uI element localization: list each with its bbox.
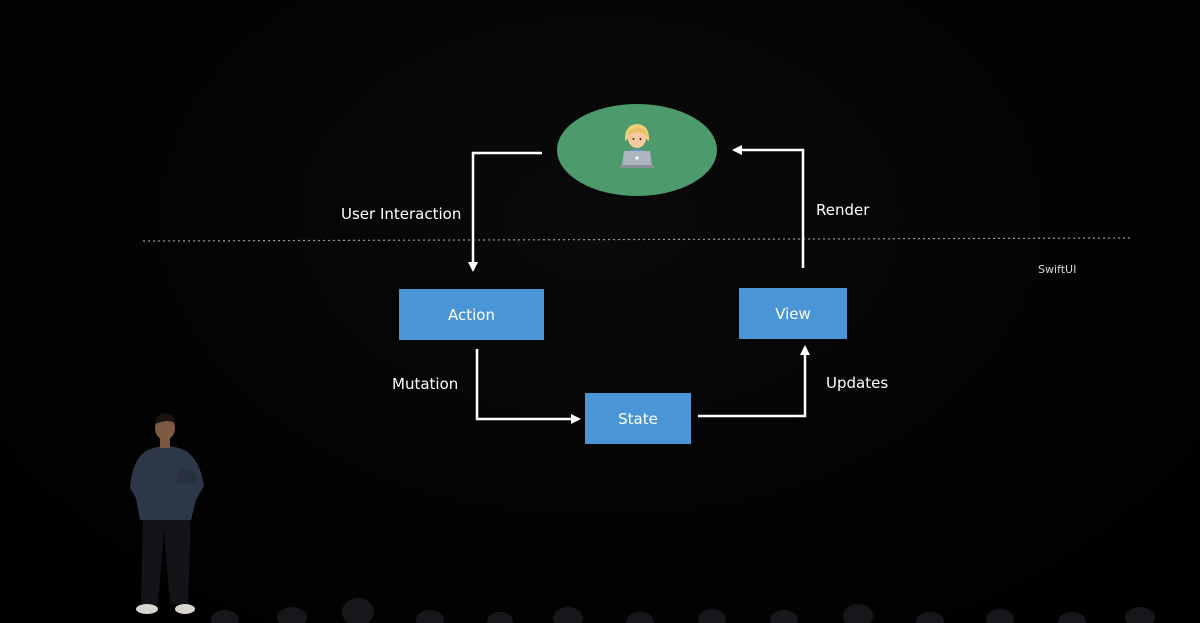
view-label: View [775,305,811,323]
updates-arrow [698,347,805,416]
view-node: View [739,288,847,339]
mutation-label: Mutation [392,375,458,393]
state-label: State [618,410,658,428]
user-interaction-arrow [473,153,542,270]
action-node: Action [399,289,544,340]
user-node [557,104,717,196]
mutation-arrow [477,349,579,419]
render-label: Render [816,201,870,219]
user-interaction-label: User Interaction [341,205,461,223]
action-label: Action [448,306,495,324]
state-node: State [585,393,691,444]
swiftui-boundary-line [143,238,1132,241]
render-arrow [734,150,803,268]
swiftui-boundary-label: SwiftUI [1038,263,1076,276]
updates-label: Updates [826,374,888,392]
audience-silhouettes [211,598,1155,623]
presenter-figure [130,413,204,614]
